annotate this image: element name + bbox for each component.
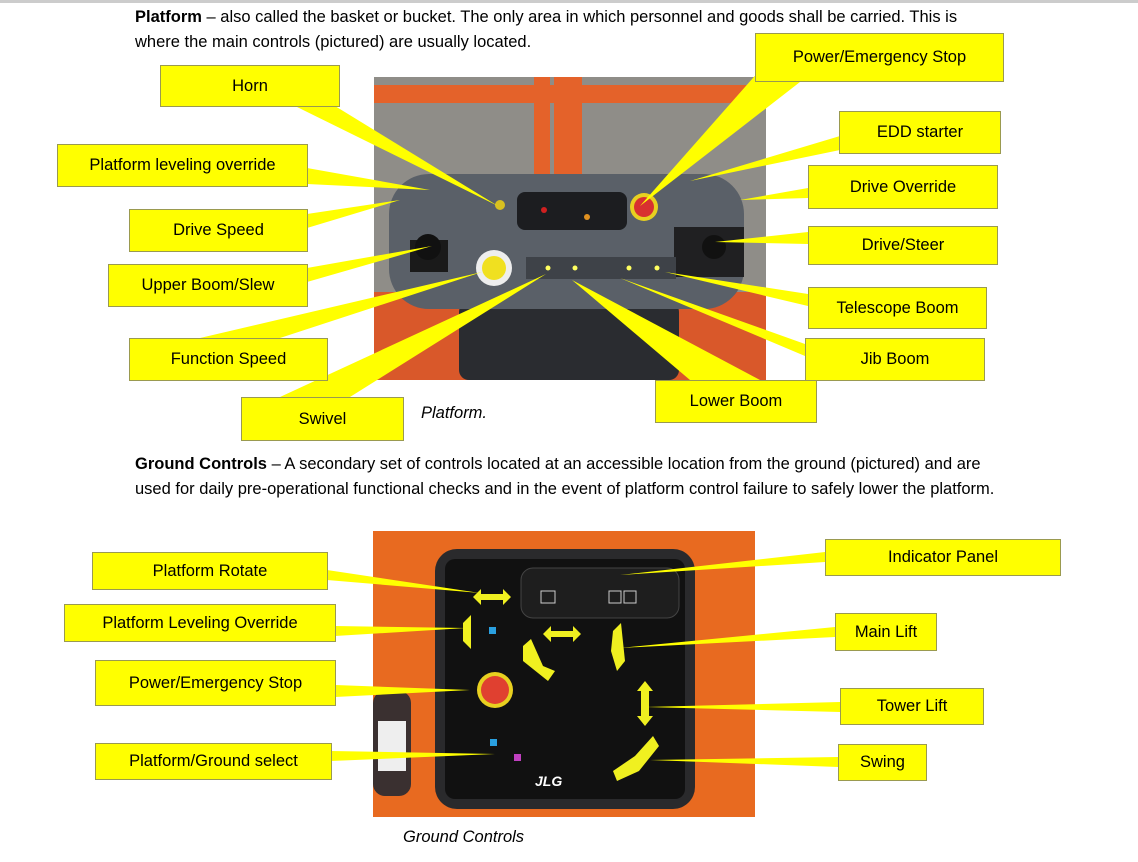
platform-description: – also called the basket or bucket. The … — [135, 8, 958, 51]
platform-caption: Platform. — [421, 404, 488, 422]
page-top-edge — [0, 0, 1138, 3]
callout-drive-override: Drive Override — [808, 165, 998, 209]
callout-platform-rotate: Platform Rotate — [92, 552, 328, 590]
callout-function-speed: Function Speed — [129, 338, 328, 381]
ground-controls-photo: JLG — [373, 531, 755, 817]
platform-paragraph: Platform – also called the basket or buc… — [135, 5, 985, 55]
callout-swing: Swing — [838, 744, 927, 781]
callout-tower-lift: Tower Lift — [840, 688, 984, 725]
callout-upper-boom-slew: Upper Boom/Slew — [108, 264, 308, 307]
callout-drive-speed: Drive Speed — [129, 209, 308, 252]
ground-photo-drawing: JLG — [373, 549, 695, 809]
callout-jib-boom: Jib Boom — [805, 338, 985, 381]
callout-swivel: Swivel — [241, 397, 404, 441]
callout-telescope-boom: Telescope Boom — [808, 287, 987, 329]
callout-lower-boom: Lower Boom — [655, 380, 817, 423]
callout-indicator-panel: Indicator Panel — [825, 539, 1061, 576]
callout-horn: Horn — [160, 65, 340, 107]
ground-caption: Ground Controls — [403, 828, 525, 846]
callout-power-emergency-stop: Power/Emergency Stop — [755, 33, 1004, 82]
callout-platform-ground-select: Platform/Ground select — [95, 743, 332, 780]
platform-photo-drawing — [374, 77, 766, 380]
platform-controls-photo — [374, 77, 766, 380]
ground-paragraph: Ground Controls – A secondary set of con… — [135, 452, 1005, 502]
ground-description: – A secondary set of controls located at… — [135, 455, 995, 498]
callout-platform-leveling-override: Platform leveling override — [57, 144, 308, 187]
callout-main-lift: Main Lift — [835, 613, 937, 651]
callout-ground-platform-leveling-override: Platform Leveling Override — [64, 604, 336, 642]
ground-heading: Ground Controls — [135, 455, 267, 473]
platform-heading: Platform — [135, 8, 202, 26]
svg-text:JLG: JLG — [535, 773, 562, 789]
callout-ground-power-emergency-stop: Power/Emergency Stop — [95, 660, 336, 706]
callout-edd-starter: EDD starter — [839, 111, 1001, 154]
callout-drive-steer: Drive/Steer — [808, 226, 998, 265]
